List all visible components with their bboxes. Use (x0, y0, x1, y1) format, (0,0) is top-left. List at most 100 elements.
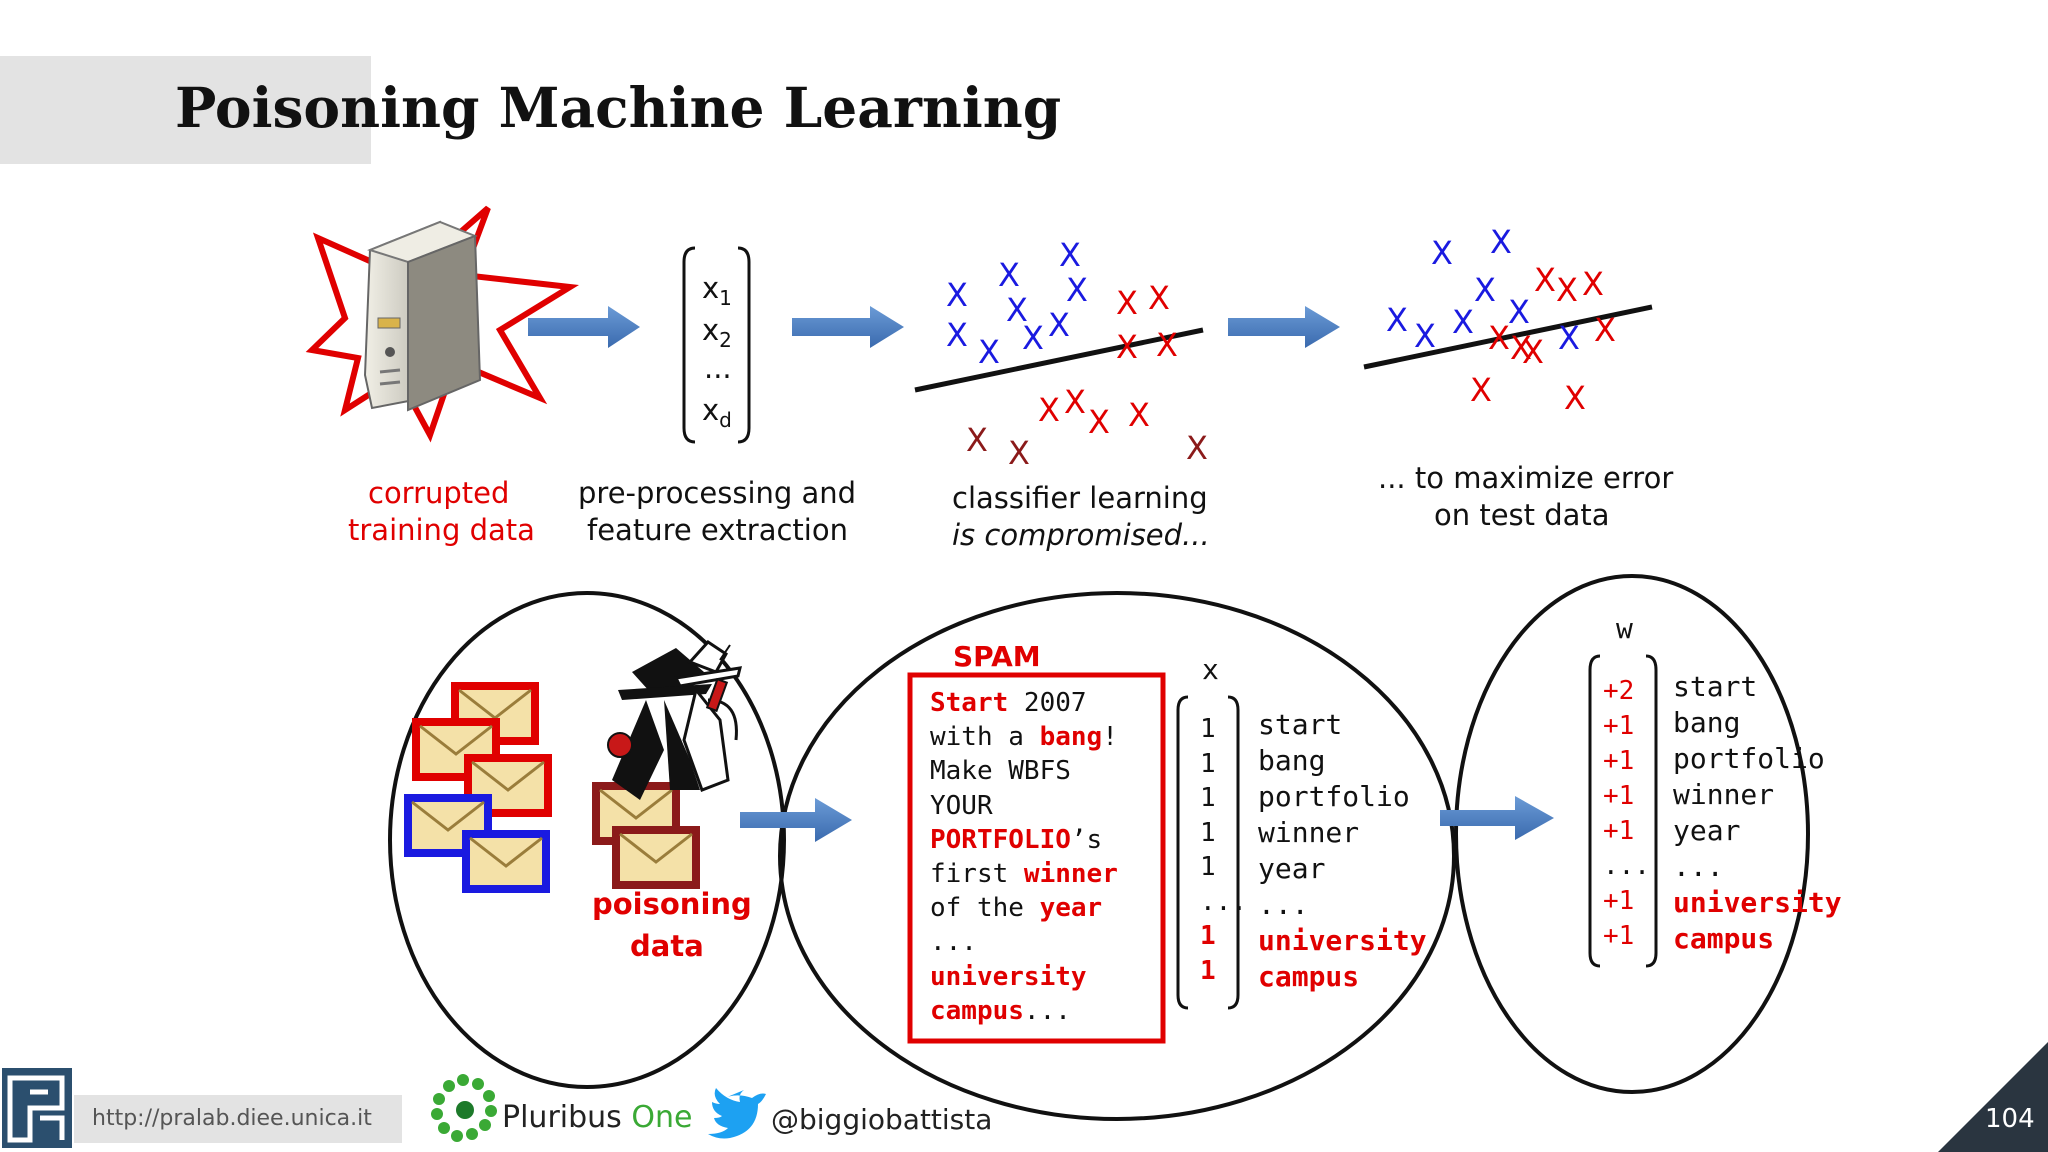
poisoning-label-line2: data (630, 929, 704, 963)
scatter-x-marker: X (1558, 319, 1580, 357)
spam-email-text: Start 2007 with a bang! Make WBFS YOUR P… (930, 688, 1118, 1026)
x-value: 1 (1200, 955, 1216, 986)
feature-x2: x2 (702, 313, 732, 352)
scatter-x-marker: X (1522, 333, 1544, 371)
feature-xd: xd (702, 393, 732, 432)
feature-vector-bracket (682, 246, 751, 444)
pralab-logo-icon (2, 1068, 72, 1148)
scatter-x-marker: X (1582, 265, 1604, 303)
w-value: +1 (1603, 886, 1635, 916)
x-value: 1 (1200, 852, 1216, 882)
step2-label-line1: pre-processing and (578, 476, 857, 510)
step1-label-line1: corrupted (368, 476, 510, 510)
w-value: +1 (1603, 746, 1635, 776)
step1-label-line2: training data (348, 513, 535, 547)
scatter-x-marker: X (1148, 279, 1170, 317)
scatter-x-marker: X (1156, 326, 1178, 364)
step4-label-line1: ... to maximize error (1378, 461, 1674, 495)
scatter-x-marker: X (1128, 396, 1150, 434)
x-feature: university (1258, 924, 1427, 957)
w-feature: winner (1673, 778, 1775, 811)
scatter-x-marker: X (1048, 306, 1070, 344)
arrow-icon (1228, 306, 1340, 348)
scatter-x-marker: X (1006, 291, 1028, 329)
scatter-x-marker: X (1431, 234, 1453, 272)
page-corner (1938, 1042, 2048, 1152)
poisoning-circle (388, 591, 786, 1089)
scatter-x-marker: X (978, 333, 1000, 371)
scatter-x-marker: X (1452, 303, 1474, 341)
feature-ellipsis: ... (704, 351, 732, 385)
x-feature: campus (1258, 960, 1360, 993)
scatter-x-marker: X (1008, 434, 1030, 472)
feature-x1: x1 (702, 271, 732, 310)
envelope-icon (464, 754, 552, 817)
w-feature: year (1673, 814, 1741, 847)
x-feature: start (1258, 708, 1343, 741)
corrupted-server-icon (305, 205, 580, 443)
x-value: 1 (1200, 714, 1216, 744)
scatter-x-marker: X (946, 316, 968, 354)
w-feature: university (1673, 886, 1842, 919)
scatter-x-marker: X (1414, 317, 1436, 355)
footer-url[interactable]: http://pralab.diee.unica.it (74, 1095, 402, 1143)
w-feature: campus (1673, 922, 1775, 955)
scatter-x-marker: X (1564, 379, 1586, 417)
scatter-x-marker: X (1510, 329, 1532, 367)
scatter-x-marker: X (966, 421, 988, 459)
scatter-x-marker: X (1038, 391, 1060, 429)
spam-email-box (907, 672, 1166, 1044)
w-feature: start (1673, 670, 1758, 703)
step3-label-line1: classifier learning (952, 481, 1208, 515)
pluribus-logo-icon (431, 1074, 497, 1142)
w-value: +1 (1603, 711, 1635, 741)
scatter-x-marker: X (1059, 236, 1081, 274)
scatter-x-marker: X (998, 256, 1020, 294)
scatter-x-marker: X (1490, 223, 1512, 261)
arrow-icon (528, 306, 640, 348)
envelope-icon (612, 826, 700, 889)
scatter-x-marker: X (1474, 271, 1496, 309)
scatter-x-marker: X (1470, 371, 1492, 409)
twitter-handle[interactable]: @biggiobattista (771, 1103, 993, 1136)
w-vector-bracket (1588, 654, 1658, 968)
step2-label-line2: feature extraction (587, 513, 848, 547)
step3-label-line2: is compromised... (952, 518, 1210, 552)
x-value: 1 (1200, 921, 1216, 951)
x-feature: portfolio (1258, 780, 1410, 813)
x-feature: ... (1258, 888, 1309, 921)
x-value: 1 (1200, 817, 1216, 848)
w-value: +1 (1603, 781, 1635, 811)
scatter-x-marker: X (1186, 429, 1208, 467)
arrow-icon (1440, 796, 1554, 840)
poisoning-label-line1: poisoning (592, 887, 752, 921)
spam-heading: SPAM (953, 640, 1041, 673)
decision-boundary-poisoned (1363, 304, 1653, 370)
x-value: 1 (1200, 783, 1216, 813)
step4-label-line2: on test data (1434, 498, 1610, 532)
x-vector-header: x (1202, 653, 1219, 686)
twitter-bird-icon (708, 1088, 766, 1139)
scatter-x-marker: X (1064, 383, 1086, 421)
scatter-x-marker: X (1066, 271, 1088, 309)
scatter-x-marker: X (1556, 271, 1578, 309)
arrow-icon (792, 306, 904, 348)
x-value: 1 (1200, 748, 1216, 779)
scatter-x-marker: X (1116, 328, 1138, 366)
x-feature: year (1258, 852, 1326, 885)
scatter-x-marker: X (1116, 284, 1138, 322)
envelope-icon (462, 830, 550, 893)
scatter-x-marker: X (1386, 301, 1408, 339)
scatter-x-marker: X (1534, 261, 1556, 299)
pluribus-brand-name: Pluribus (502, 1100, 622, 1135)
scatter-x-marker: X (1488, 319, 1510, 357)
scatter-x-marker: X (946, 276, 968, 314)
arrow-icon (740, 798, 852, 842)
scatter-x-marker: X (1594, 311, 1616, 349)
w-feature: bang (1673, 706, 1741, 739)
spies-illustration-icon (607, 640, 743, 800)
w-feature: portfolio (1673, 742, 1825, 775)
w-vector-header: w (1616, 612, 1633, 645)
pluribus-brand: Pluribus One (502, 1100, 692, 1135)
